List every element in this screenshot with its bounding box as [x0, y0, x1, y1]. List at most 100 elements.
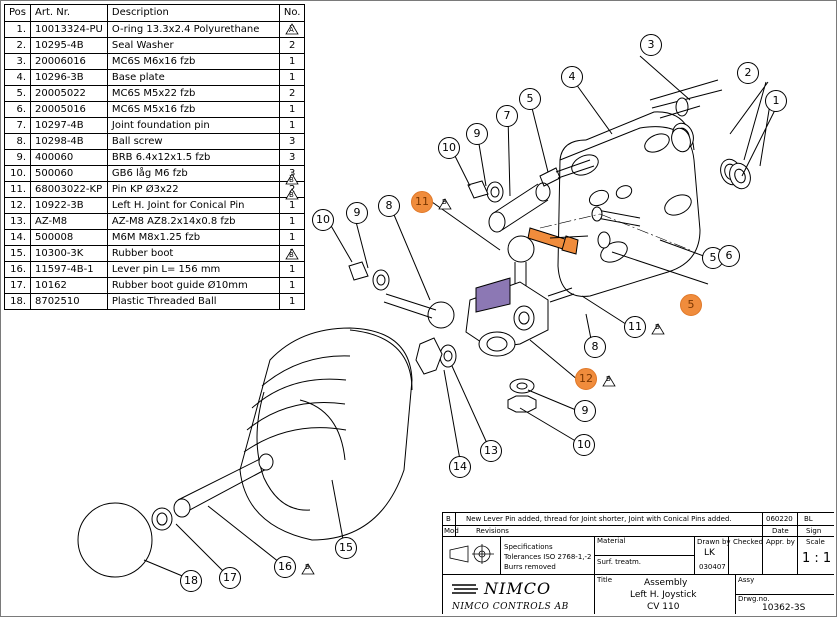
balloon-number: 5 — [526, 92, 534, 105]
balloon-revision-letter: B — [655, 323, 660, 331]
balloon-item-4: 4 — [561, 66, 583, 88]
sign-label: Sign — [806, 527, 822, 535]
balloon-item-13: 13 — [480, 440, 502, 462]
balloon-item-12: 12 — [575, 368, 597, 390]
drawn-by: LK — [704, 548, 715, 558]
checked-label: Checked — [733, 538, 764, 546]
rubber-boot-part — [239, 327, 413, 541]
material-label: Material — [597, 537, 626, 545]
balloon-number: 13 — [484, 444, 498, 457]
balloon-item-18: 18 — [180, 570, 202, 592]
revision-marker: B — [285, 188, 299, 203]
balloon-number: 8 — [385, 199, 393, 212]
rev-description: New Lever Pin added, thread for Joint sh… — [466, 515, 732, 523]
revision-marker: A — [285, 23, 299, 38]
title-line-1: Assembly — [644, 578, 688, 588]
cell-pos: 9. — [3, 149, 32, 166]
balloon-number: 3 — [647, 38, 655, 51]
balloon-item-1: 1 — [765, 90, 787, 112]
balloon-number: 11 — [628, 320, 642, 333]
balloon-number: 5 — [687, 298, 695, 311]
cell-qty: 1 — [278, 293, 306, 310]
parts-list-table: Pos Art. Nr. Description No. 1.10013324-… — [3, 4, 306, 310]
parts-list-header: Pos Art. Nr. Description No. — [3, 4, 306, 22]
balloon-number: 7 — [503, 109, 511, 122]
balloon-number: 12 — [579, 372, 593, 385]
cell-description: Plastic Threaded Ball — [106, 293, 280, 310]
balloon-item-2: 2 — [737, 62, 759, 84]
joint-part — [465, 277, 549, 357]
balloon-item-9: 9 — [466, 123, 488, 145]
balloon-item-10: 10 — [438, 137, 460, 159]
balloon-item-16: 16 — [274, 556, 296, 578]
balloon-item-9: 9 — [574, 400, 596, 422]
company-logo: NIMCO — [450, 580, 590, 598]
balloon-number: 2 — [744, 66, 752, 79]
date-label: Date — [772, 527, 789, 535]
drawn-date: 030407 — [699, 563, 726, 571]
scale-value: 1 : 1 — [802, 551, 832, 566]
balloon-number: 10 — [577, 438, 591, 451]
revision-marker: B — [285, 173, 299, 188]
rev-date: 060220 — [766, 515, 793, 523]
balloon-item-7: 7 — [496, 105, 518, 127]
balloon-item-10: 10 — [312, 209, 334, 231]
balloon-item-15: 15 — [335, 537, 357, 559]
balloon-number: 9 — [353, 206, 361, 219]
balloon-number: 8 — [591, 340, 599, 353]
balloon-item-10: 10 — [573, 434, 595, 456]
rev-letter: B — [446, 515, 451, 523]
cell-pos: 14. — [3, 229, 32, 246]
balloon-number: 14 — [453, 460, 467, 473]
title-label: Title — [597, 576, 613, 584]
approved-by-label: Appr. by — [766, 538, 795, 546]
surface-treatment-label: Surf. treatm. — [597, 558, 642, 566]
burrs-text: Burrs removed — [504, 563, 556, 571]
projection-symbol — [448, 542, 496, 566]
title-line-3: CV 110 — [647, 602, 680, 612]
drawing-number-label: Drwg.no. — [738, 595, 770, 603]
balloon-revision-letter: B — [305, 563, 310, 571]
balloon-number: 10 — [316, 213, 330, 226]
balloon-item-5: 5 — [519, 88, 541, 110]
balloon-item-3: 3 — [640, 34, 662, 56]
balloon-item-6: 6 — [718, 245, 740, 267]
scale-label: Scale — [806, 538, 825, 546]
drawn-by-label: Drawn by — [697, 538, 731, 546]
balloon-revision-letter: B — [442, 198, 447, 206]
balloon-revision-marker: B — [602, 372, 616, 387]
balloon-number: 18 — [184, 574, 198, 587]
cell-art-nr: 8702510 — [30, 293, 108, 310]
balloon-item-9: 9 — [346, 202, 368, 224]
balloon-item-11: 11 — [624, 316, 646, 338]
rev-sign: BL — [804, 515, 813, 523]
cell-pos: 18. — [3, 293, 32, 310]
balloon-number: 1 — [772, 94, 780, 107]
balloon-number: 15 — [339, 541, 353, 554]
drawing-number: 10362-3S — [762, 603, 806, 613]
balloon-number: 4 — [568, 70, 576, 83]
balloon-item-5: 5 — [680, 294, 702, 316]
revisions-label: Revisions — [476, 527, 509, 535]
balloon-item-8: 8 — [378, 195, 400, 217]
cell-qty: 3 — [278, 165, 306, 182]
mod-label: Mod — [444, 527, 459, 535]
balloon-number: 16 — [278, 560, 292, 573]
base-plate-part — [557, 111, 701, 297]
balloon-item-11: 11 — [411, 191, 433, 213]
revision-letter: B — [289, 251, 294, 259]
cell-qty: 2 — [278, 85, 306, 102]
tolerances-text: Tolerances ISO 2768-1,-2 — [504, 553, 592, 561]
revision-letter: B — [289, 176, 294, 184]
assy-label: Assy — [738, 576, 755, 584]
